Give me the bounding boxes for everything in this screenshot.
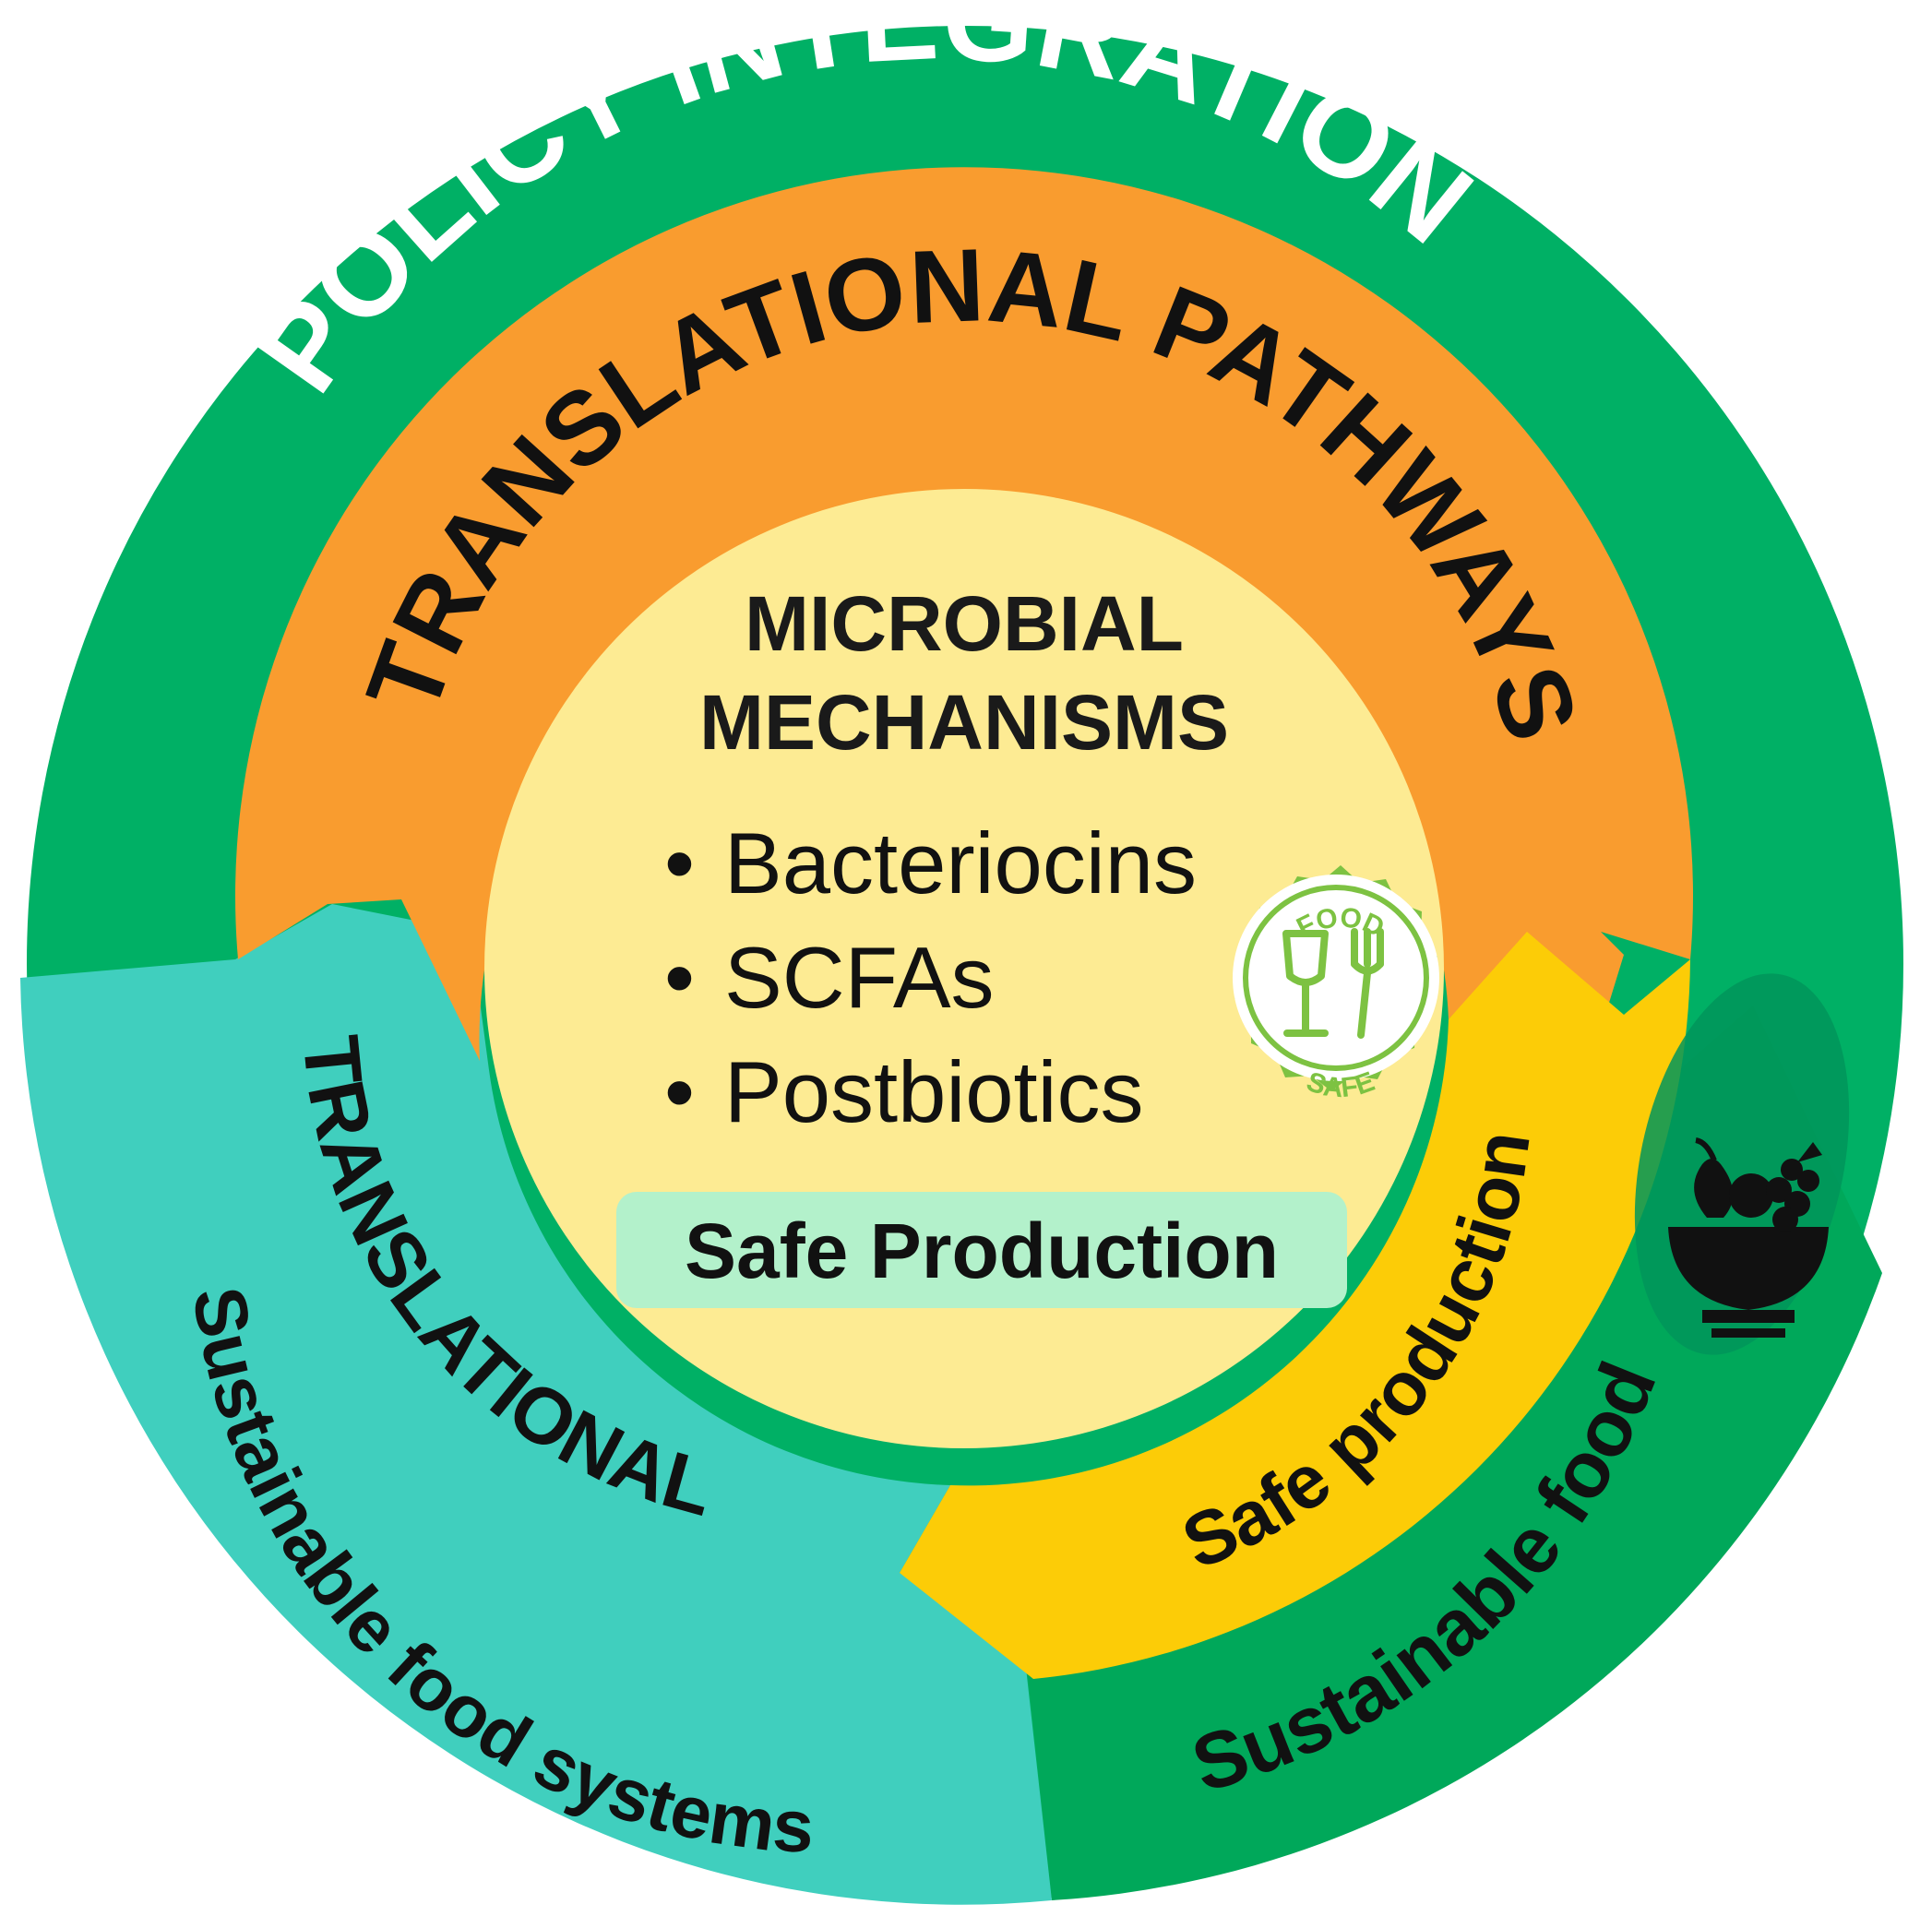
fruit-bowl-icon <box>1634 973 1850 1355</box>
safe-production-box <box>616 1192 1347 1308</box>
core-title-line1: MICROBIAL <box>745 580 1184 667</box>
glass-fork-icon <box>1282 928 1384 1039</box>
translational-teal-region <box>20 904 1052 1905</box>
bullet-marker: • <box>664 929 695 1026</box>
bullet-scfas: SCFAs <box>724 929 995 1026</box>
translational-pathways-ring <box>234 167 1694 1062</box>
food-safe-badge: FOOD SAFE <box>1233 865 1439 1103</box>
bullet-bacteriocins: Bacteriocins <box>724 815 1197 911</box>
safe-production-box-label: Safe Production <box>685 1208 1279 1294</box>
safe-production-region <box>900 932 1690 1679</box>
bullet-postbiotics: Postbiotics <box>724 1043 1144 1140</box>
core-title-line2: MECHANISMS <box>699 679 1229 766</box>
bullet-marker: • <box>664 815 695 911</box>
bullet-marker: • <box>664 1043 695 1140</box>
